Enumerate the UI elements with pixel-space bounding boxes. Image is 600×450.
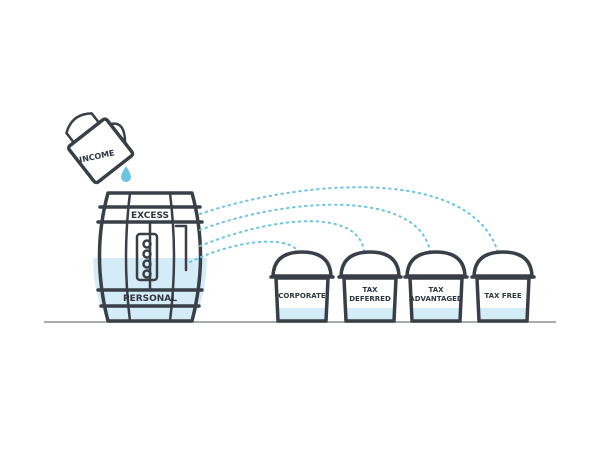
income-label: INCOME — [78, 148, 115, 164]
flow-line-tax-free — [199, 186, 499, 253]
excess-personal-barrel: EXCESS PERSONAL — [93, 191, 207, 323]
bucket-corporate-label-line1: CORPORATE — [278, 292, 326, 300]
flow-line-tax-deferred — [199, 220, 365, 253]
flow-line-corporate — [189, 240, 299, 263]
bucket-tax-advantaged-label-line2: ADVANTAGED — [409, 295, 463, 303]
water-drop-icon — [121, 166, 131, 182]
bucket-tax-deferred-label-line1: TAX — [362, 286, 378, 294]
bucket-tax-free-label-line1: TAX FREE — [484, 292, 521, 300]
flow-lines — [189, 186, 499, 263]
bucket-tax-free: TAX FREE — [470, 250, 536, 323]
bucket-tax-advantaged-label-line1: TAX — [428, 286, 444, 294]
bucket-corporate: CORPORATE — [269, 250, 335, 323]
bucket-tax-deferred-label-line2: DEFERRED — [349, 295, 391, 303]
barrel-top-label: EXCESS — [131, 211, 169, 221]
barrel-bottom-label: PERSONAL — [123, 294, 177, 304]
flow-line-tax-advantaged — [199, 203, 431, 253]
